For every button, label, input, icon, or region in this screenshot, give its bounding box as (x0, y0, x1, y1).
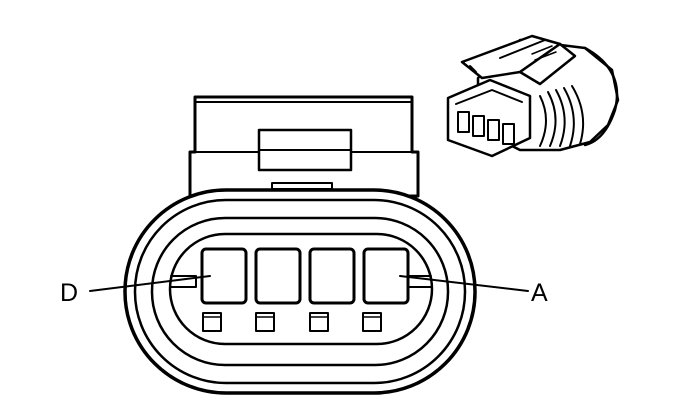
connector-perspective-icon (446, 34, 620, 158)
cavity-c (254, 247, 302, 305)
cavity-b (308, 247, 356, 305)
leader-lines (89, 275, 529, 292)
pin-label-a: A (531, 279, 548, 307)
pin-label-d: D (60, 279, 79, 307)
connector-face (123, 95, 477, 395)
